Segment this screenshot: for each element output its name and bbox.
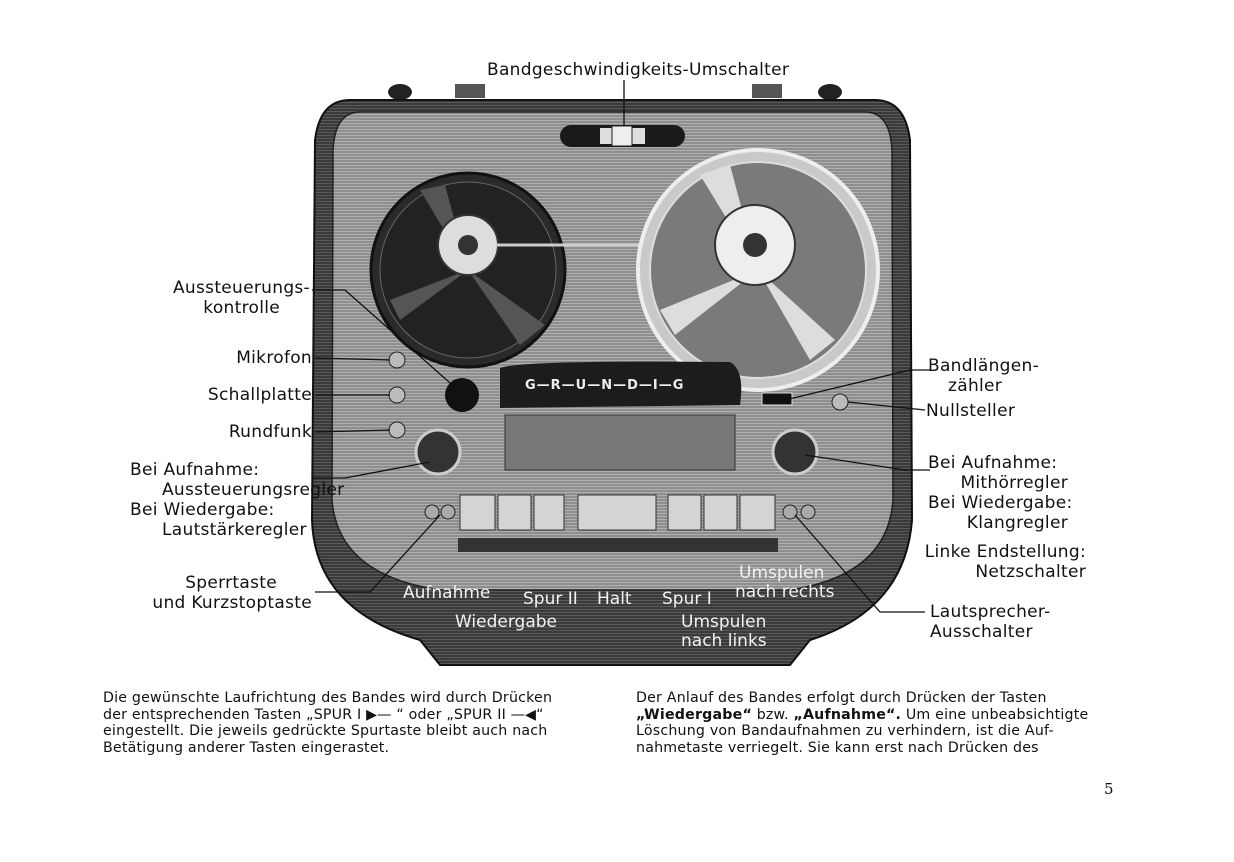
text-line: nahmetaste verriegelt. Sie kann erst nac…	[636, 739, 1039, 756]
label-line: Klangregler	[966, 513, 1068, 533]
radio-jack	[388, 421, 406, 439]
label-line: Linke Endstellung:	[924, 542, 1086, 562]
label-line: Aussteuerungs-	[173, 278, 310, 298]
keys	[459, 494, 776, 531]
left-reel	[369, 171, 567, 369]
lock-key	[424, 504, 440, 520]
label-line: Lautsprecher-	[930, 602, 1051, 622]
tape-counter	[761, 392, 793, 406]
paragraph-left: Die gewünschte Laufrichtung des Bandes w…	[103, 690, 583, 756]
label-microphone: Mikrofon	[236, 348, 312, 368]
label-line: nach links	[681, 631, 767, 651]
brand-logo: G—R—U—N—D—I—G	[525, 378, 685, 393]
label-line: Aussteuerungsregler	[162, 480, 345, 500]
mic-jack	[388, 351, 406, 369]
label-line: Ausschalter	[930, 622, 1033, 642]
volume-knob	[414, 428, 462, 476]
key-label-playback: Wiedergabe	[455, 612, 558, 632]
text-fragment: Um eine unbeabsichtigte	[901, 706, 1089, 723]
label-line: Umspulen	[681, 612, 767, 632]
label-power: Linke Endstellung: Netzschalter	[900, 542, 1086, 582]
text-line: Die gewünschte Laufrichtung des Bandes w…	[103, 690, 553, 706]
text-line: eingestellt. Die jeweils gedrückte Spurt…	[103, 723, 548, 739]
label-line: Sperrtaste	[185, 573, 277, 593]
label-line: und Kurzstoptaste	[152, 593, 312, 613]
label-line: Bei Wiedergabe:	[928, 493, 1073, 513]
record-player-jack	[388, 386, 406, 404]
label-monitor-tone: Bei Aufnahme: Mithörregler Bei Wiedergab…	[900, 453, 1073, 533]
label-line: Umspulen	[739, 563, 825, 583]
paragraph-right: Der Anlauf des Bandes erfolgt durch Drüc…	[636, 690, 1116, 756]
text-line: „Wiedergabe“ bzw. „Aufnahme“. Um eine un…	[636, 707, 1116, 724]
key-label-track2: Spur II	[523, 589, 578, 609]
text-line: Der Anlauf des Bandes erfolgt durch Drüc…	[636, 690, 1047, 706]
tone-knob	[771, 428, 819, 476]
page-number: 5	[1104, 780, 1114, 798]
text-line: der entsprechenden Tasten „SPUR I ▶︎— “ …	[103, 706, 544, 723]
text-fragment: bzw.	[751, 706, 794, 723]
label-line: kontrolle	[203, 298, 280, 318]
key-label-rewind-left: Umspulen nach links	[681, 613, 767, 651]
label-recording-volume: Bei Aufnahme: Aussteuerungsregler Bei Wi…	[130, 460, 344, 540]
emphasis-record: „Aufnahme“.	[793, 706, 902, 723]
label-line: Netzschalter	[975, 562, 1086, 582]
label-line: nach rechts	[735, 582, 835, 602]
label-line: Bei Wiedergabe:	[130, 500, 275, 520]
label-reset: Nullsteller	[926, 401, 1016, 421]
label-line: zähler	[948, 376, 1003, 396]
label-level-control: Aussteuerungs- kontrolle	[150, 278, 310, 318]
label-speed-switch: Bandgeschwindigkeits-Umschalter	[487, 60, 790, 80]
text-line: Löschung von Bandaufnahmen zu verhindern…	[636, 723, 1054, 739]
key-label-rewind-right: Umspulen nach rechts	[735, 564, 834, 602]
label-radio: Rundfunk	[228, 422, 312, 442]
label-line: Bandlängen-	[928, 356, 1040, 376]
head-cover	[500, 361, 742, 408]
key-label-stop: Halt	[597, 589, 632, 609]
key-label-track1: Spur I	[662, 589, 712, 609]
label-line: Lautstärkeregler	[162, 520, 307, 540]
label-speaker-switch: Lautsprecher- Ausschalter	[930, 602, 1051, 642]
label-record-player: Schallplatte	[207, 385, 312, 405]
label-line: Bei Aufnahme:	[130, 460, 260, 480]
hinge-left	[455, 84, 485, 98]
label-tape-counter: Bandlängen- zähler	[928, 356, 1039, 396]
reset-button	[831, 393, 849, 411]
speaker-switch	[782, 504, 798, 520]
label-line: Bei Aufnahme:	[928, 453, 1058, 473]
emphasis-playback: „Wiedergabe“	[636, 706, 752, 723]
hinge-right	[752, 84, 782, 98]
right-reel	[636, 148, 880, 392]
label-line: Mithörregler	[960, 473, 1068, 493]
key-label-record: Aufnahme	[403, 583, 491, 603]
text-line: Betätigung anderer Tasten eingerastet.	[103, 739, 390, 756]
label-lock-key: Sperrtaste und Kurzstoptaste	[130, 573, 312, 613]
